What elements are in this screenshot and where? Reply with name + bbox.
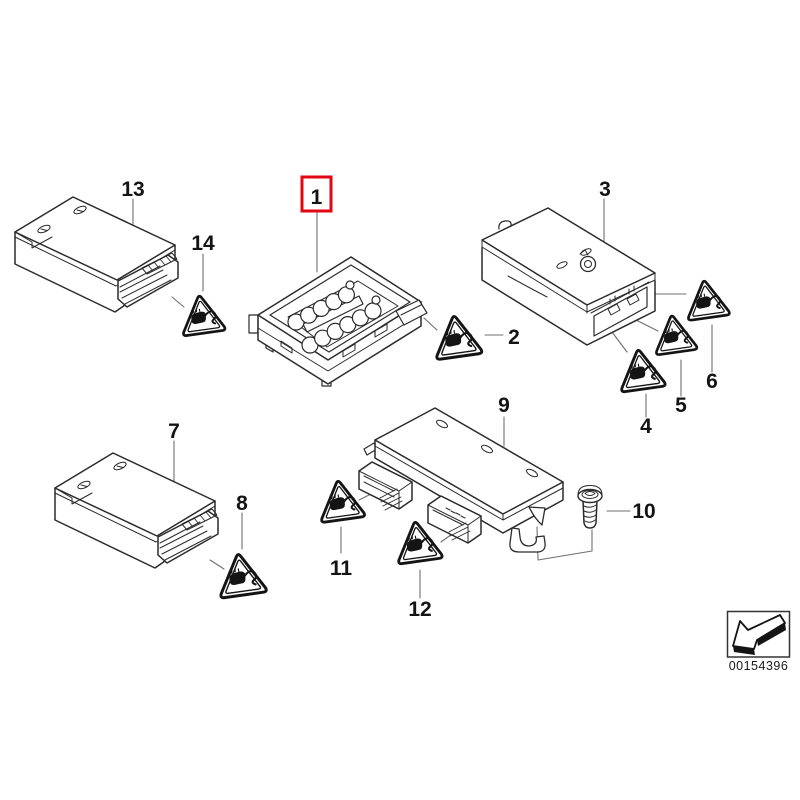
part-9-control-module [358,407,564,553]
callout-label-1[interactable]: 1 [311,186,323,209]
callout-label-11[interactable]: 11 [330,557,353,580]
connector-block-1 [358,461,413,511]
warning-triangle-8-icon [214,549,269,600]
callout-label-2[interactable]: 2 [508,326,520,349]
warning-triangle-14-icon [177,291,227,338]
callout-label-13[interactable]: 13 [121,178,144,201]
callout-label-4[interactable]: 4 [640,415,652,438]
callout-label-12[interactable]: 12 [408,598,431,621]
callout-label-8[interactable]: 8 [236,492,248,515]
warning-triangle-6-icon [682,276,731,322]
leader-2 [423,317,504,336]
leader-14 [171,253,204,308]
callout-label-5[interactable]: 5 [675,394,687,417]
part-13-control-module [14,196,179,313]
legend: 00154396 [726,610,791,673]
callout-label-3[interactable]: 3 [599,178,611,201]
part-1-relay-carrier [248,256,428,387]
part-3-control-module [481,207,656,346]
emblem-icon [579,249,597,273]
leader-8 [209,512,243,570]
callout-labels: 1 2 3 4 5 6 7 8 9 10 11 12 13 14 [121,175,718,621]
warning-triangle-2-icon [430,311,484,362]
callout-label-9[interactable]: 9 [498,394,510,417]
installation-direction-arrow-icon [732,614,786,655]
leader-10 [536,510,631,561]
callout-label-14[interactable]: 14 [191,232,215,255]
leader-lines [132,198,713,599]
leader-6 [649,293,713,373]
part-7-control-module [54,452,219,569]
part-10-screw [577,485,603,529]
connector-block-2 [427,495,482,544]
mounting-bracket [509,506,546,553]
callout-label-10[interactable]: 10 [632,500,655,523]
legend-part-number: 00154396 [729,659,789,673]
callout-label-6[interactable]: 6 [706,370,718,393]
callout-label-7[interactable]: 7 [168,420,180,443]
warning-triangle-11-icon [315,476,367,524]
callout-1-highlight-box[interactable] [300,175,333,213]
relay-sockets [287,280,382,354]
